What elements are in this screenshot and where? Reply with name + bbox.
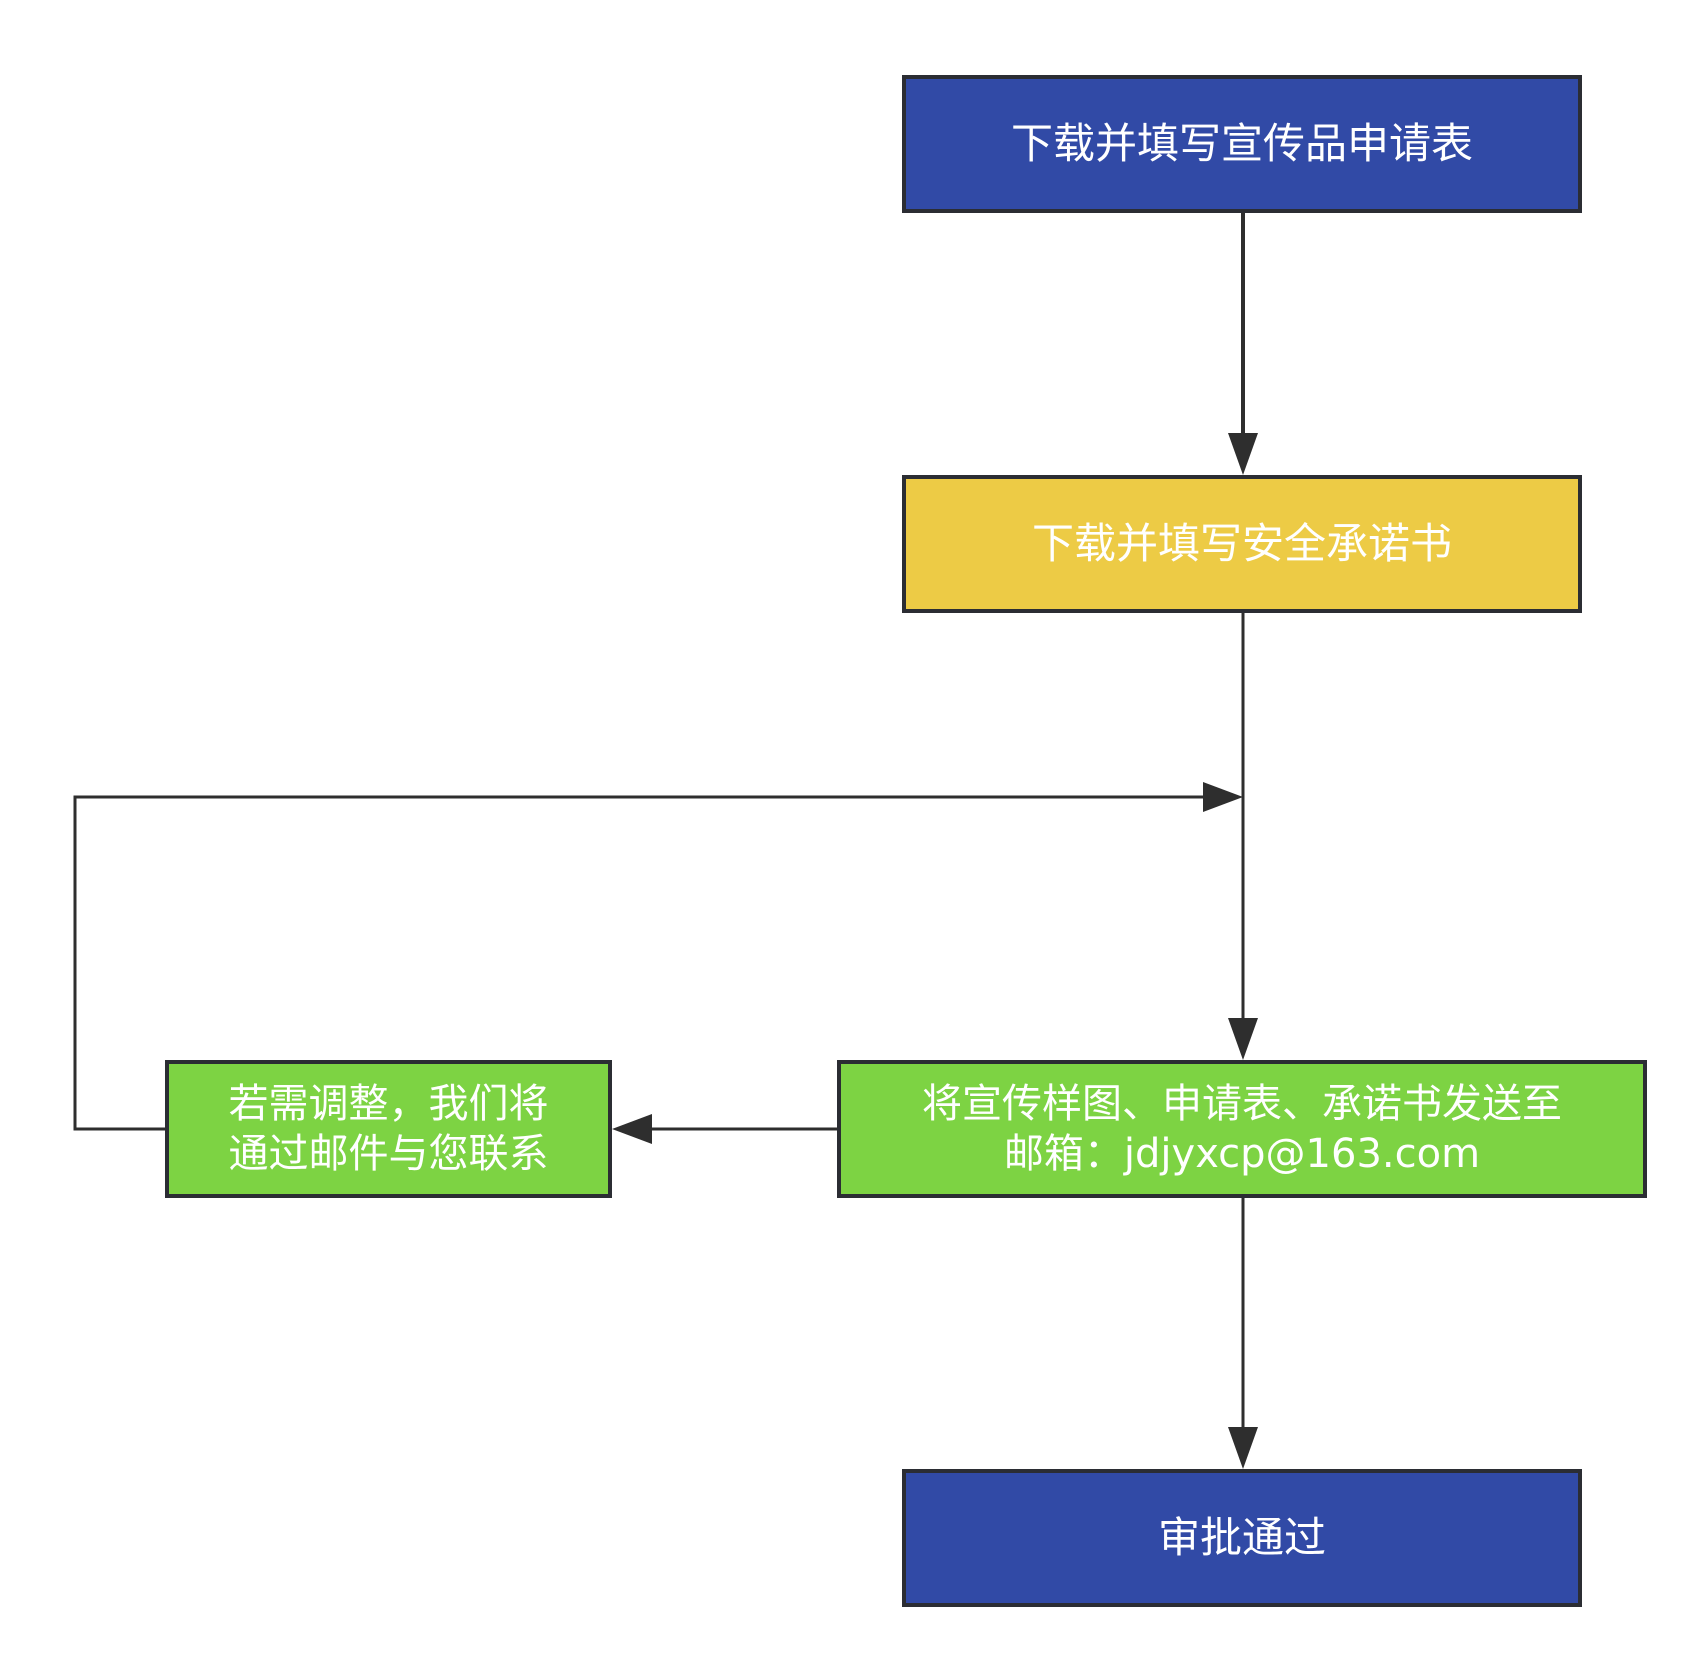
step-adjust-contact-line1: 若需调整，我们将: [228, 1081, 549, 1127]
step-send-email: 将宣传样图、申请表、承诺书发送至 邮箱：jdjyxcp@163.com: [837, 1060, 1647, 1198]
arrow-send-to-approved: [1228, 1198, 1258, 1469]
arrow-send-to-adjust: [612, 1114, 837, 1144]
step-send-email-line1: 将宣传样图、申请表、承诺书发送至: [922, 1081, 1562, 1127]
step-approved: 审批通过: [902, 1469, 1582, 1607]
arrow-adjust-loop-back: [73, 782, 1243, 1131]
step-approved-label: 审批通过: [1157, 1512, 1326, 1562]
step-adjust-contact-line2: 通过邮件与您联系: [228, 1131, 549, 1177]
step-safety-pledge-label: 下载并填写安全承诺书: [1031, 518, 1452, 568]
arrow-apply-to-pledge: [1228, 213, 1258, 475]
step-safety-pledge: 下载并填写安全承诺书: [902, 475, 1582, 613]
arrow-pledge-to-send: [1228, 613, 1258, 1060]
step-apply-form: 下载并填写宣传品申请表: [902, 75, 1582, 213]
step-adjust-contact: 若需调整，我们将 通过邮件与您联系: [165, 1060, 612, 1198]
step-send-email-line2: 邮箱：jdjyxcp@163.com: [1003, 1131, 1481, 1177]
step-apply-form-label: 下载并填写宣传品申请表: [1010, 118, 1473, 168]
